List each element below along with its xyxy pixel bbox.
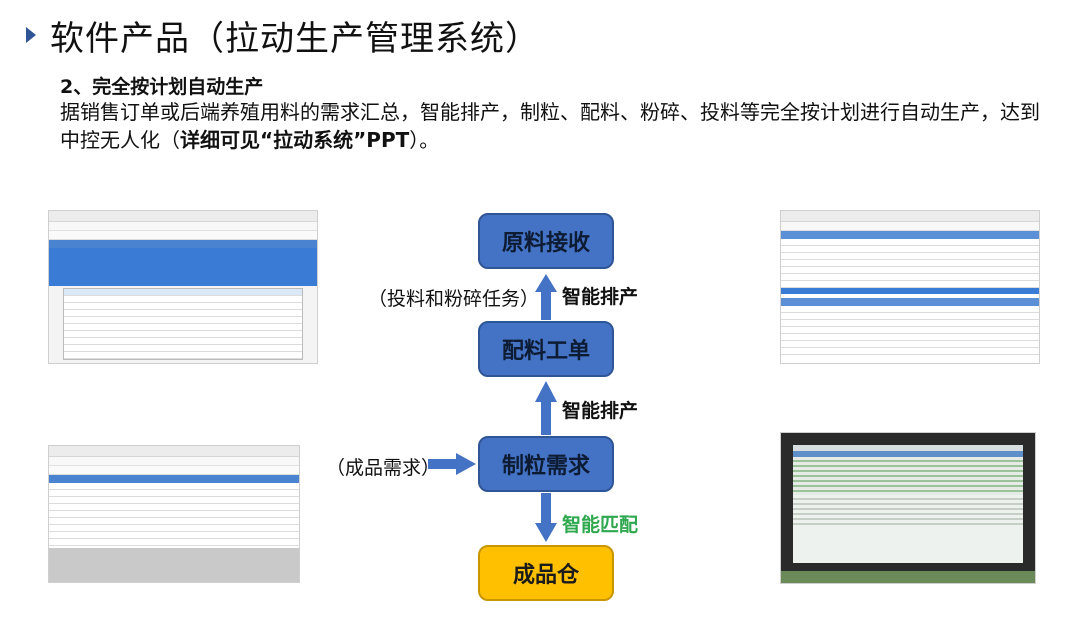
title-triangle-icon [26,27,36,43]
description-highlight: 详细可见“拉动系统”PPT [180,128,410,152]
smart-scheduling-label-top: 智能排产 [562,286,639,308]
section-heading: 2、完全按计划自动生产 [60,76,264,98]
batching-work-order-box: 配料工单 [478,321,614,377]
pelleting-demand-box: 制粒需求 [478,436,614,492]
screenshot-bottom-left [48,445,300,583]
description-end: ）。 [409,128,440,152]
smart-matching-label: 智能匹配 [562,514,639,536]
description-text: 据销售订单或后端养殖用料的需求汇总，智能排产，制粒、配料、粉碎、投料等完全按计划… [60,100,1040,152]
smart-scheduling-label-middle: 智能排产 [562,400,639,422]
finished-goods-warehouse-box: 成品仓 [478,545,614,601]
slide-title: 软件产品（拉动生产管理系统） [50,18,540,59]
slide-title-row: 软件产品（拉动生产管理系统） [26,12,540,59]
feeding-crushing-task-label: （投料和粉碎任务） [368,288,540,310]
up-arrow-icon [535,381,557,435]
screenshot-top-right [780,210,1040,364]
screenshot-top-left [48,210,318,364]
finished-demand-label: （成品需求） [326,457,441,479]
monitor-photo [780,432,1036,584]
down-arrow-icon [535,493,557,542]
section-description: 据销售订单或后端养殖用料的需求汇总，智能排产，制粒、配料、粉碎、投料等完全按计划… [60,98,1050,154]
raw-material-receiving-box: 原料接收 [478,213,614,269]
